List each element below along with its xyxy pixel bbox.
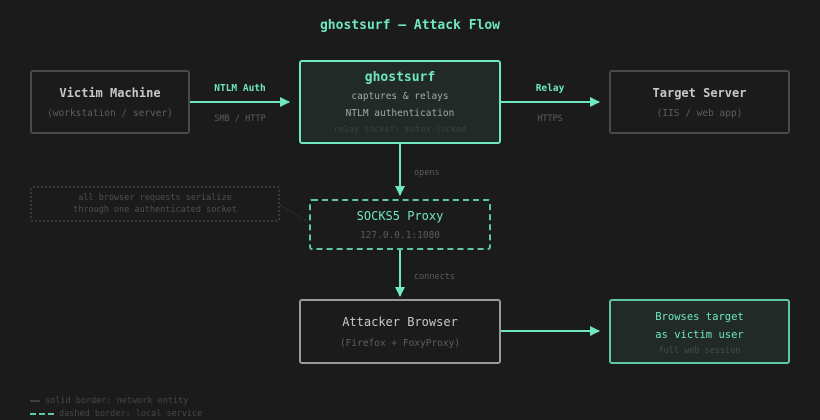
edge-label-opens: opens: [414, 168, 440, 178]
legend-item-solid: solid border: network entity: [30, 396, 188, 406]
node-subtitle: (Firefox + FoxyProxy): [339, 337, 461, 349]
node-title: ghostsurf: [364, 69, 436, 85]
annotation-line-2: through one authenticated socket: [73, 205, 237, 215]
node-line-2: NTLM authentication: [345, 107, 455, 119]
edge-label-connects: connects: [414, 272, 455, 282]
legend-item-dashed: dashed border: local service: [30, 409, 202, 419]
node-victim-machine[interactable]: Victim Machine (workstation / server): [30, 70, 190, 134]
node-title: Target Server: [652, 85, 747, 100]
node-line-2: as victim user: [655, 328, 744, 341]
node-subtitle: (workstation / server): [47, 107, 173, 119]
node-subtitle: (IIS / web app): [656, 107, 743, 119]
node-browses-target[interactable]: Browses target as victim user full web s…: [609, 299, 790, 364]
node-note: relay socket: mutex-locked: [333, 124, 467, 135]
node-title: Victim Machine: [59, 85, 161, 100]
edge-sublabel-https: HTTPS: [537, 114, 563, 124]
dashed-line-swatch-icon: [30, 413, 54, 415]
edge-sublabel-smb-http: SMB / HTTP: [214, 114, 266, 124]
solid-line-swatch-icon: [30, 400, 40, 402]
node-socks5-proxy[interactable]: SOCKS5 Proxy 127.0.0.1:1080: [309, 199, 491, 250]
node-line-1: captures & relays: [351, 90, 449, 102]
annotation-note: all browser requests serialize through o…: [30, 186, 280, 222]
node-ghostsurf[interactable]: ghostsurf captures & relays NTLM authent…: [299, 60, 501, 144]
annotation-line-1: all browser requests serialize: [78, 193, 232, 203]
diagram-title: ghostsurf — Attack Flow: [319, 18, 500, 33]
legend-label: dashed border: local service: [59, 409, 203, 419]
node-title: Attacker Browser: [342, 314, 458, 329]
node-title: SOCKS5 Proxy: [356, 208, 444, 223]
node-attacker-browser[interactable]: Attacker Browser (Firefox + FoxyProxy): [299, 299, 501, 364]
node-target-server[interactable]: Target Server (IIS / web app): [609, 70, 790, 134]
node-note: full web session: [658, 345, 741, 356]
node-line-1: Browses target: [655, 310, 744, 323]
edge-label-relay: Relay: [535, 83, 565, 94]
legend-label: solid border: network entity: [45, 396, 189, 406]
annotation-connector: [279, 204, 309, 223]
node-subtitle: 127.0.0.1:1080: [359, 229, 441, 241]
edge-label-ntlm-auth: NTLM Auth: [214, 83, 266, 94]
